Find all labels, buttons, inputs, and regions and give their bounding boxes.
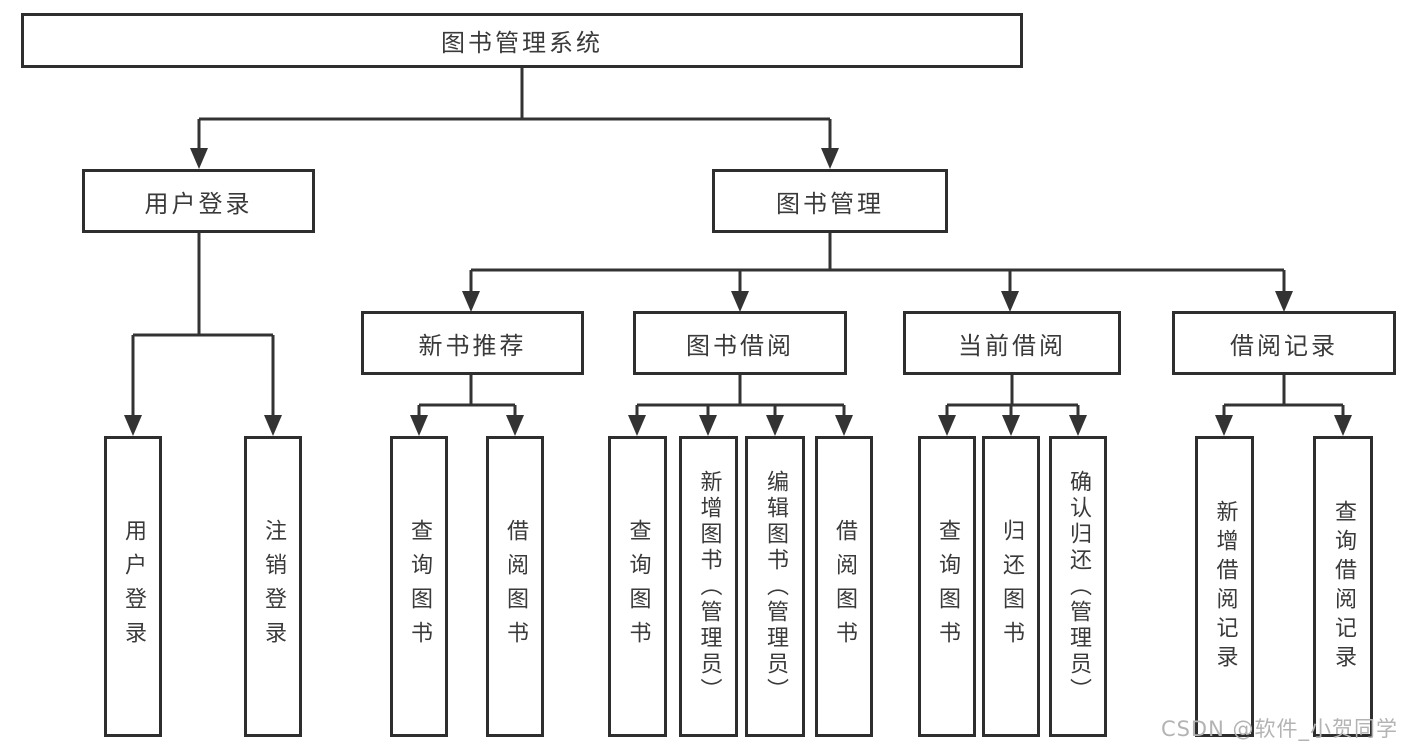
node-current-borrow: 当前借阅 [903,311,1121,375]
node-book-borrow: 图书借阅 [633,311,847,375]
leaf-query-borrow-record-label: 查询借阅记录 [1331,499,1356,674]
node-current-borrow-label: 当前借阅 [958,331,1066,360]
leaf-edit-books-admin-label: 编辑图书（管理员） [763,469,788,704]
leaf-logout-label: 注销登录 [261,518,286,655]
leaf-confirm-return-admin-label: 确认归还（管理员） [1066,469,1091,704]
leaf-logout: 注销登录 [244,436,302,737]
node-user-login-label: 用户登录 [144,189,253,218]
leaf-edit-books-admin: 编辑图书（管理员） [745,436,805,737]
leaf-query-books-current: 查询图书 [918,436,976,737]
node-new-book-recommend: 新书推荐 [361,311,584,375]
leaf-borrow-books-recommend: 借阅图书 [486,436,544,737]
node-book-management-label: 图书管理 [776,189,884,218]
arrowheads [124,148,1352,436]
connector-book-management-to-level3 [469,233,1286,295]
leaf-add-books-admin-label: 新增图书（管理员） [696,469,722,704]
node-user-login: 用户登录 [82,169,315,233]
connector-current-borrow-subtree [945,375,1080,419]
leaf-confirm-return-admin: 确认归还（管理员） [1049,436,1107,737]
leaf-query-books-borrow-label: 查询图书 [625,518,651,655]
leaf-add-borrow-record: 新增借阅记录 [1195,436,1254,737]
leaf-query-books-recommend-label: 查询图书 [407,518,432,655]
leaf-query-borrow-record: 查询借阅记录 [1313,436,1373,737]
leaf-user-login: 用户登录 [104,436,162,737]
leaf-add-books-admin: 新增图书（管理员） [679,436,738,737]
node-book-borrow-label: 图书借阅 [686,331,794,360]
node-root-label: 图书管理系统 [441,29,603,57]
connector-root-to-level2 [197,68,832,152]
connector-book-borrow-subtree [635,375,846,419]
leaf-borrow-books: 借阅图书 [815,436,873,737]
leaf-borrow-books-label: 借阅图书 [832,518,857,655]
node-book-management: 图书管理 [712,169,948,233]
node-borrow-records-label: 借阅记录 [1230,331,1338,360]
connector-user-login-subtree [131,233,275,419]
leaf-query-books-recommend: 查询图书 [390,436,448,737]
leaf-user-login-label: 用户登录 [121,518,146,655]
node-new-book-recommend-label: 新书推荐 [418,331,527,360]
connector-borrow-records-subtree [1222,375,1345,419]
leaf-return-books: 归还图书 [982,436,1040,737]
csdn-watermark: CSDN @软件_小贺同学 [1160,717,1398,741]
connector-new-book-subtree [417,375,517,419]
leaf-add-borrow-record-label: 新增借阅记录 [1212,499,1238,674]
node-root-system: 图书管理系统 [21,13,1023,68]
leaf-query-books-borrow: 查询图书 [608,436,667,737]
leaf-borrow-books-recommend-label: 借阅图书 [503,518,528,655]
node-borrow-records: 借阅记录 [1172,311,1396,375]
leaf-return-books-label: 归还图书 [999,518,1024,655]
leaf-query-books-current-label: 查询图书 [935,518,960,655]
